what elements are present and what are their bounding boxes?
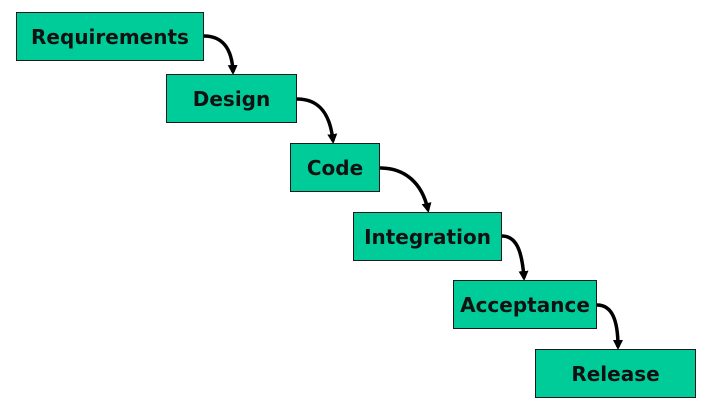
- stage-code: Code: [290, 143, 380, 192]
- stage-label: Design: [192, 86, 271, 111]
- stage-label: Acceptance: [460, 292, 590, 317]
- stage-label: Integration: [364, 224, 491, 249]
- stage-design: Design: [166, 74, 297, 123]
- stage-integration: Integration: [353, 212, 502, 261]
- stage-acceptance: Acceptance: [453, 280, 597, 329]
- arrow-code-to-integration: [379, 166, 432, 213]
- stage-label: Release: [571, 361, 660, 386]
- stage-label: Requirements: [31, 24, 189, 49]
- stage-release: Release: [535, 349, 696, 398]
- arrow-acceptance-to-release: [596, 303, 623, 350]
- arrow-requirements-to-design: [203, 34, 238, 75]
- arrow-integration-to-acceptance: [501, 234, 529, 281]
- stage-requirements: Requirements: [16, 12, 204, 61]
- stage-label: Code: [306, 155, 364, 180]
- arrow-design-to-code: [296, 97, 338, 144]
